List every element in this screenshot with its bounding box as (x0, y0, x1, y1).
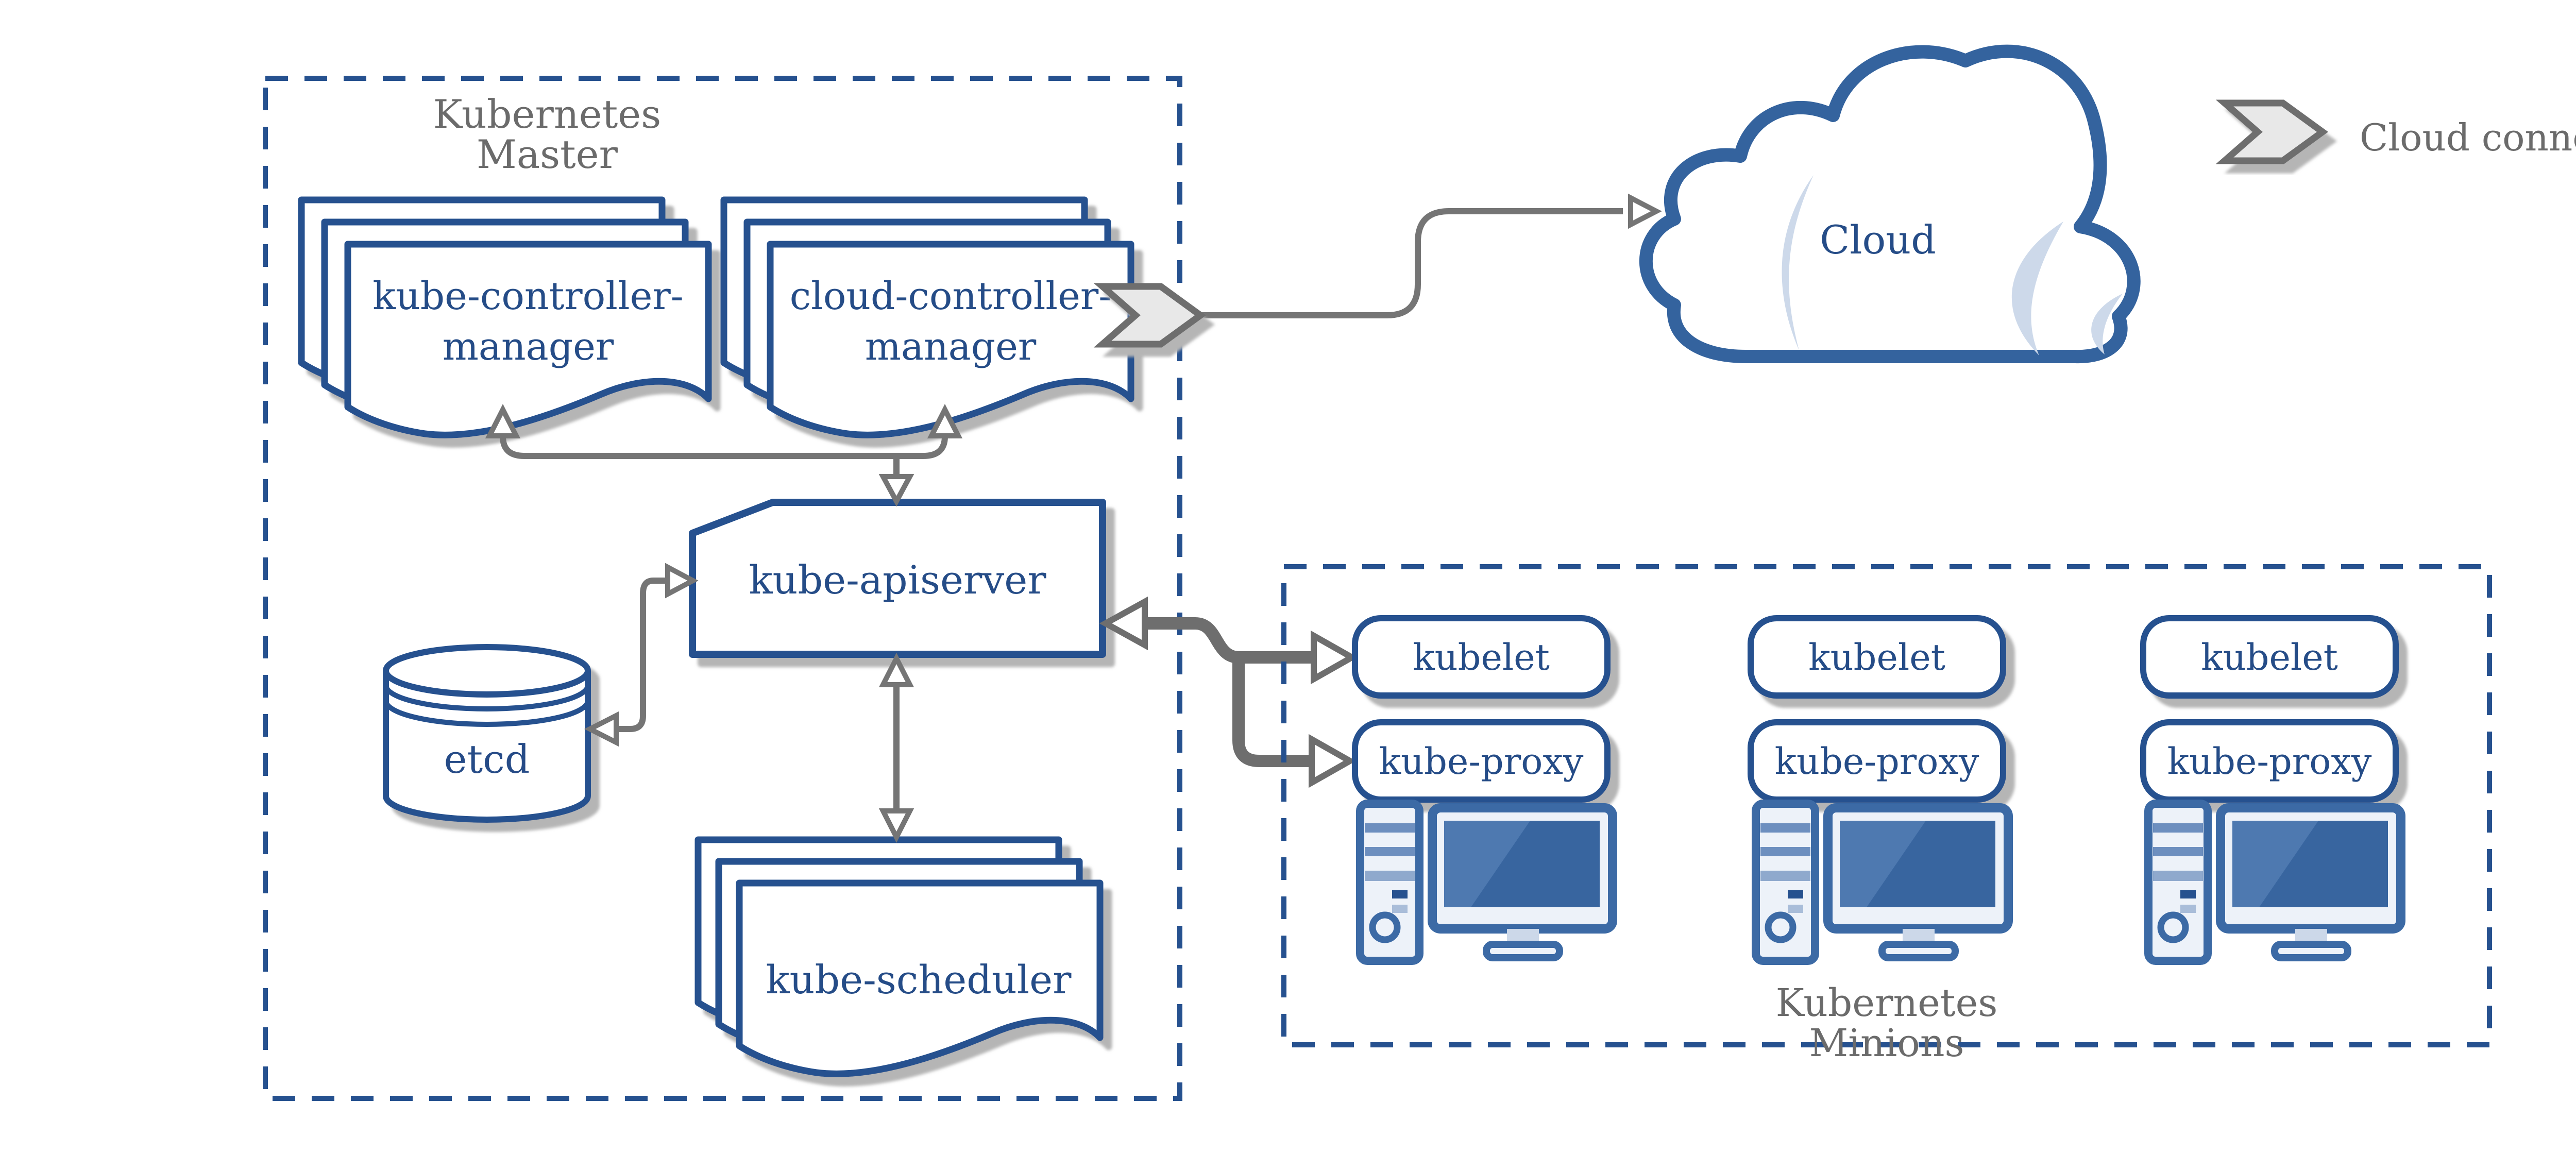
connectors-thick (1145, 617, 1313, 767)
arrowhead-up-icon (485, 403, 521, 438)
master-title-line1: Kubernetes (433, 91, 661, 137)
minions-group: kubelet kube-proxy kubelet kube-proxy ku… (1281, 564, 2492, 1065)
kube-proxy-label: kube-proxy (1775, 740, 1979, 783)
arrowhead-left-icon (584, 711, 619, 747)
arrowhead-right-icon (1311, 630, 1359, 685)
computer-icon (1360, 804, 1613, 961)
computer-icon (1756, 804, 2008, 961)
master-title-line2: Master (477, 131, 618, 177)
connectors-thin (500, 208, 1623, 811)
arrowhead-down-icon (878, 808, 914, 843)
cloud-controller-manager-label-line1: cloud-controller- (790, 274, 1112, 318)
kubelet-label: kubelet (1413, 636, 1550, 679)
cloud-controller-manager-label-line2: manager (865, 325, 1037, 369)
kube-controller-manager-stack: kube-controller- manager (301, 200, 708, 435)
arrowhead-up-icon (878, 652, 914, 687)
kube-controller-manager-label-line2: manager (443, 325, 614, 369)
minions-dashed-border (1281, 564, 2492, 1047)
cloud-highlight (2091, 294, 2123, 354)
kube-scheduler-label: kube-scheduler (766, 957, 1072, 1003)
cloud-shape (1639, 44, 2141, 364)
arrowhead-left-icon (1099, 596, 1148, 651)
cloud-group: Cloud (1639, 44, 2141, 364)
kubelet-box (1748, 615, 2006, 699)
legend-group: Cloud connector (2225, 103, 2576, 161)
minions-title-line1: Kubernetes (1776, 981, 1998, 1025)
apiserver-shape (689, 499, 1106, 658)
cloud-connector-legend-icon (2225, 103, 2323, 161)
kube-proxy-label: kube-proxy (1379, 740, 1584, 783)
etcd-cylinder: etcd (383, 644, 591, 823)
kube-proxy-box (1748, 719, 2006, 803)
cloud-highlight (1782, 175, 1814, 350)
kube-proxy-box (1352, 719, 1611, 803)
y-connector (500, 436, 948, 459)
kube-proxy-box (2140, 719, 2399, 803)
minion-node: kubelet kube-proxy (1748, 615, 2008, 961)
cloud-connector-line (1201, 208, 1623, 318)
minion-node: kubelet kube-proxy (1352, 615, 1613, 961)
master-group: Kubernetes Master kube-controller- manag… (263, 76, 1182, 1101)
cloud-connector-legend-label: Cloud connector (2360, 116, 2576, 159)
kubelet-box (1352, 615, 1611, 699)
kube-controller-manager-label-line1: kube-controller- (372, 274, 684, 318)
cloud-highlight (2011, 222, 2063, 355)
cloud-controller-manager-stack: cloud-controller- manager (724, 200, 1131, 435)
arrowhead-right-icon (1309, 734, 1357, 788)
master-dashed-border (263, 76, 1182, 1101)
computer-icon (2148, 804, 2401, 961)
apiserver-kubeproxy-connector (1232, 658, 1311, 767)
arrowhead-right-icon (1628, 193, 1662, 229)
arrowheads-thick (1099, 596, 1359, 788)
kubelet-label: kubelet (1808, 636, 1945, 679)
kubelet-label: kubelet (2201, 636, 2338, 679)
kube-proxy-label: kube-proxy (2167, 740, 2372, 783)
apiserver-kubelet-connector (1145, 617, 1313, 664)
arrowheads-thin (485, 193, 1662, 843)
arrowhead-up-icon (927, 403, 963, 438)
minion-node: kubelet kube-proxy (2140, 615, 2401, 961)
cloud-label: Cloud (1820, 217, 1936, 263)
etcd-label: etcd (444, 736, 530, 782)
kube-apiserver-box: kube-apiserver (689, 499, 1106, 658)
arrowhead-right-icon (665, 563, 699, 599)
minions-title-line2: Minions (1809, 1021, 1964, 1065)
kube-scheduler-stack: kube-scheduler (698, 840, 1100, 1074)
kubelet-box (2140, 615, 2399, 699)
arrowhead-down-icon (878, 474, 914, 507)
apiserver-etcd-connector (617, 578, 667, 732)
kube-apiserver-label: kube-apiserver (749, 557, 1046, 603)
